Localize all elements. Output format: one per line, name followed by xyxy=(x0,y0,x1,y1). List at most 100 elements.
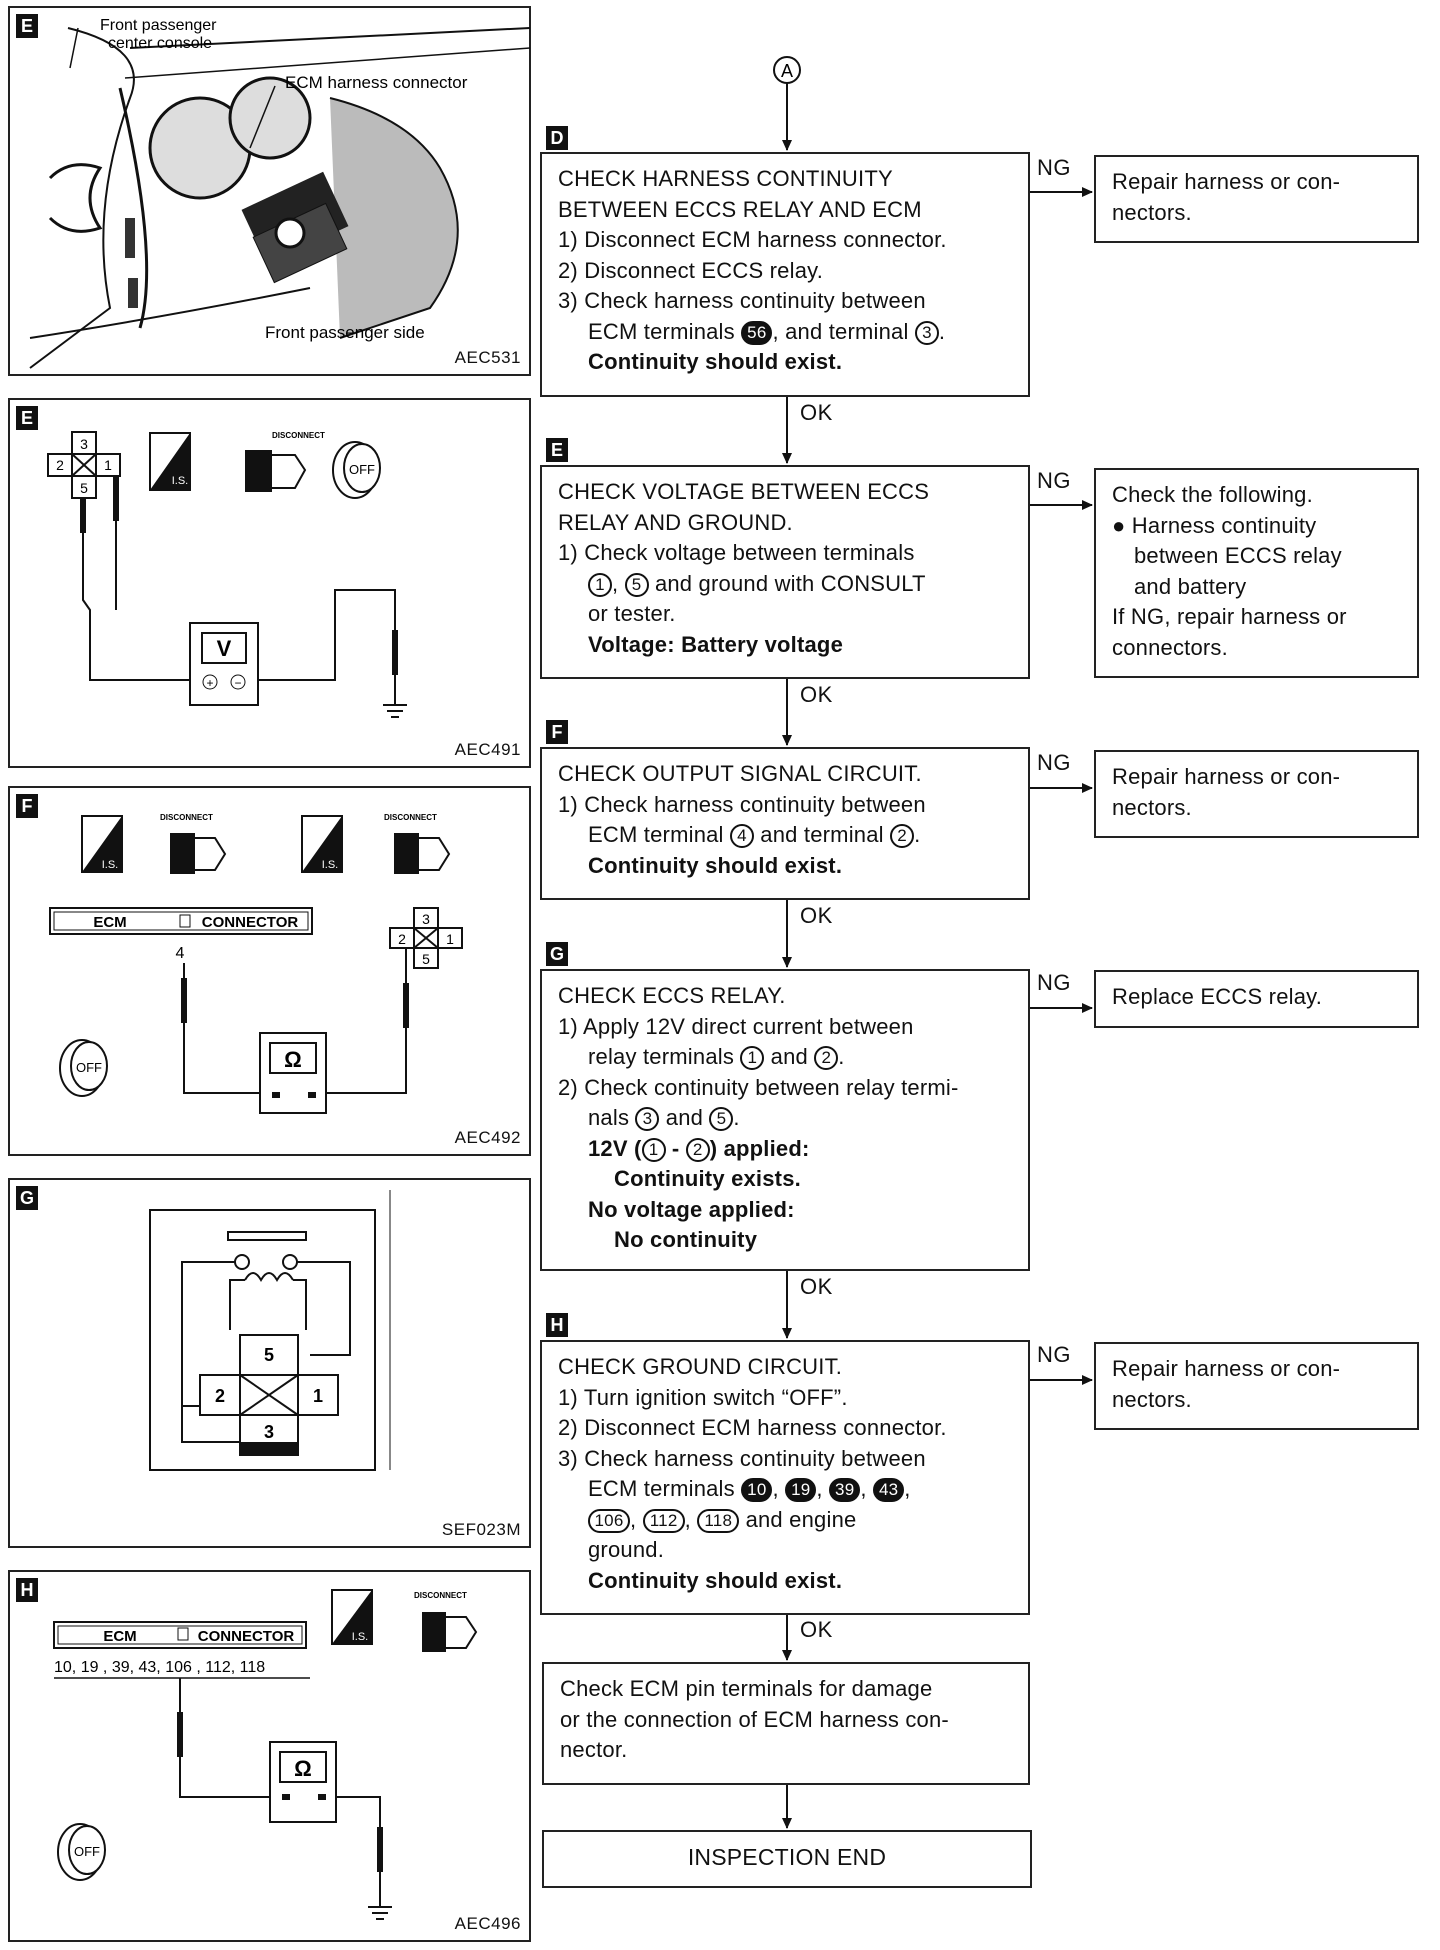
pin-1: 1 xyxy=(446,931,454,947)
connector-label: CONNECTOR xyxy=(202,914,299,931)
is-label-2: I.S. xyxy=(322,859,339,871)
is-label-1: I.S. xyxy=(102,859,119,871)
panel-tag: G xyxy=(16,1186,38,1210)
label-ecm-harness-connector: ECM harness connector xyxy=(285,73,468,92)
figure-code: AEC492 xyxy=(454,1128,521,1147)
terminal-badge: 43 xyxy=(872,1478,905,1502)
panel-tag: E xyxy=(16,406,38,430)
terminal-badge: 39 xyxy=(829,1478,861,1502)
step-tag-h: H xyxy=(546,1313,568,1337)
step-e-ng-action: Check the following. ● Harness continuit… xyxy=(1094,468,1419,678)
step-d-box: CHECK HARNESS CONTINUITY BETWEEN ECCS RE… xyxy=(540,152,1030,397)
step-e-criterion: Voltage: Battery voltage xyxy=(588,631,844,657)
terminal-badge: 3 xyxy=(635,1107,660,1131)
off-label: OFF xyxy=(74,1844,100,1859)
step-d-item-3: 3) Check harness continuity between xyxy=(558,288,926,313)
terminal-badge: 1 xyxy=(641,1137,666,1162)
terminal-4-label: 4 xyxy=(176,945,185,962)
inspection-end-box: INSPECTION END xyxy=(542,1830,1032,1888)
terminal-badge: 10 xyxy=(741,1478,773,1502)
step-g-ng-action: Replace ECCS relay. xyxy=(1094,970,1419,1028)
terminal-badge: 106 xyxy=(588,1508,630,1533)
is-label: I.S. xyxy=(352,1631,369,1643)
figure-code: AEC491 xyxy=(454,740,521,759)
terminal-badge: 5 xyxy=(624,572,649,597)
step-d-title-1: CHECK HARNESS CONTINUITY xyxy=(558,166,893,191)
ohmmeter-symbol: Ω xyxy=(294,1756,312,1781)
step-f-ok-label: OK xyxy=(800,903,833,928)
ground-illustration: ECM CONNECTOR 10, 19 , 39, 43, 106 , 112… xyxy=(53,1589,478,1920)
step-d-title-2: BETWEEN ECCS RELAY AND ECM xyxy=(558,196,922,222)
voltage-illustration: 3 2 1 5 V + − I.S. DISCONNECT OFF xyxy=(47,431,407,718)
panel-tag: H xyxy=(16,1578,38,1602)
ohmmeter-symbol: Ω xyxy=(284,1047,302,1072)
terminal-badge: 56 xyxy=(741,320,773,345)
step-f-ng-action: Repair harness or con- nectors. xyxy=(1094,750,1419,838)
ecm-label: ECM xyxy=(93,914,126,931)
svg-text:+: + xyxy=(206,676,213,690)
step-tag-g: G xyxy=(546,942,568,966)
illustration-panel-output-signal: F I.S. DISCONNECT I.S. DISCONNECT ECM CO… xyxy=(8,786,531,1156)
step-h-criterion: Continuity should exist. xyxy=(588,1567,843,1593)
pin-3: 3 xyxy=(422,911,430,927)
illustration-panel-ecm-location: E Front passenger center console ECM har… xyxy=(8,6,531,376)
step-e-box: CHECK VOLTAGE BETWEEN ECCS RELAY AND GRO… xyxy=(540,465,1030,679)
step-tag-e: E xyxy=(546,438,568,462)
step-d-item-2: 2) Disconnect ECCS relay. xyxy=(558,257,824,283)
disconnect-label: DISCONNECT xyxy=(414,1591,467,1600)
terminal-list-label: 10, 19 , 39, 43, 106 , 112, 118 xyxy=(54,1659,265,1676)
step-d-ng-action: Repair harness or con- nectors. xyxy=(1094,155,1419,243)
svg-text:−: − xyxy=(234,676,241,690)
terminal-badge: 112 xyxy=(642,1508,685,1533)
step-d-item-3-cont: ECM terminals 56, and terminal 3. xyxy=(588,318,946,345)
illustration-panel-voltage: E 3 2 1 5 V + − I.S. DISCONNECT xyxy=(8,398,531,768)
output-signal-illustration: I.S. DISCONNECT I.S. DISCONNECT ECM CONN… xyxy=(49,813,463,1114)
relay-pin-3: 3 xyxy=(264,1422,274,1442)
step-f-ng-label: NG xyxy=(1037,750,1071,775)
step-h-ok-label: OK xyxy=(800,1617,833,1642)
relay-pin-2: 2 xyxy=(215,1386,225,1406)
step-e-ng-label: NG xyxy=(1037,468,1071,493)
connector-a-label: A xyxy=(781,61,793,81)
step-h-box: CHECK GROUND CIRCUIT. 1) Turn ignition s… xyxy=(540,1340,1030,1615)
pin-3: 3 xyxy=(80,436,88,452)
step-f-box: CHECK OUTPUT SIGNAL CIRCUIT. 1) Check ha… xyxy=(540,747,1030,900)
disconnect-label: DISCONNECT xyxy=(272,431,325,440)
illustration-panel-relay: G 5 2 1 3 SEF023M xyxy=(8,1178,531,1548)
step-tag-d: D xyxy=(546,126,568,150)
off-label: OFF xyxy=(76,1060,102,1075)
terminal-badge: 118 xyxy=(697,1508,740,1533)
step-d-criterion: Continuity should exist. xyxy=(588,349,843,374)
step-d-item-1: 1) Disconnect ECM harness connector. xyxy=(558,227,947,252)
terminal-badge: 19 xyxy=(785,1478,817,1502)
pin-5: 5 xyxy=(422,951,430,967)
connector-label: CONNECTOR xyxy=(198,1628,295,1645)
disconnect-label-1: DISCONNECT xyxy=(160,813,213,822)
pin-1: 1 xyxy=(104,457,112,473)
terminal-badge: 1 xyxy=(740,1046,765,1070)
step-d-ng-label: NG xyxy=(1037,155,1071,180)
relay-pin-5: 5 xyxy=(264,1345,274,1365)
relay-illustration: 5 2 1 3 xyxy=(149,1190,391,1471)
pin-2: 2 xyxy=(398,931,406,947)
disconnect-label-2: DISCONNECT xyxy=(384,813,437,822)
terminal-badge: 2 xyxy=(685,1137,710,1162)
final-check-box: Check ECM pin terminals for damage or th… xyxy=(542,1662,1030,1785)
terminal-badge: 3 xyxy=(914,320,939,345)
label-center-console: center console xyxy=(108,35,212,52)
label-front-passenger: Front passenger xyxy=(100,17,217,34)
illustration-panel-ground: H ECM CONNECTOR 10, 19 , 39, 43, 106 , 1… xyxy=(8,1570,531,1942)
step-d-ok-label: OK xyxy=(800,400,833,425)
off-label: OFF xyxy=(349,462,375,477)
figure-code: AEC496 xyxy=(454,1914,521,1933)
step-e-ok-label: OK xyxy=(800,682,833,707)
step-g-box: CHECK ECCS RELAY. 1) Apply 12V direct cu… xyxy=(540,969,1030,1271)
step-g-ok-label: OK xyxy=(800,1274,833,1299)
step-h-ng-action: Repair harness or con- nectors. xyxy=(1094,1342,1419,1430)
is-label: I.S. xyxy=(172,475,189,487)
voltmeter-v: V xyxy=(217,636,232,661)
step-g-ng-label: NG xyxy=(1037,970,1071,995)
console-illustration: Front passenger center console ECM harne… xyxy=(29,17,531,369)
step-f-criterion: Continuity should exist. xyxy=(588,852,843,878)
